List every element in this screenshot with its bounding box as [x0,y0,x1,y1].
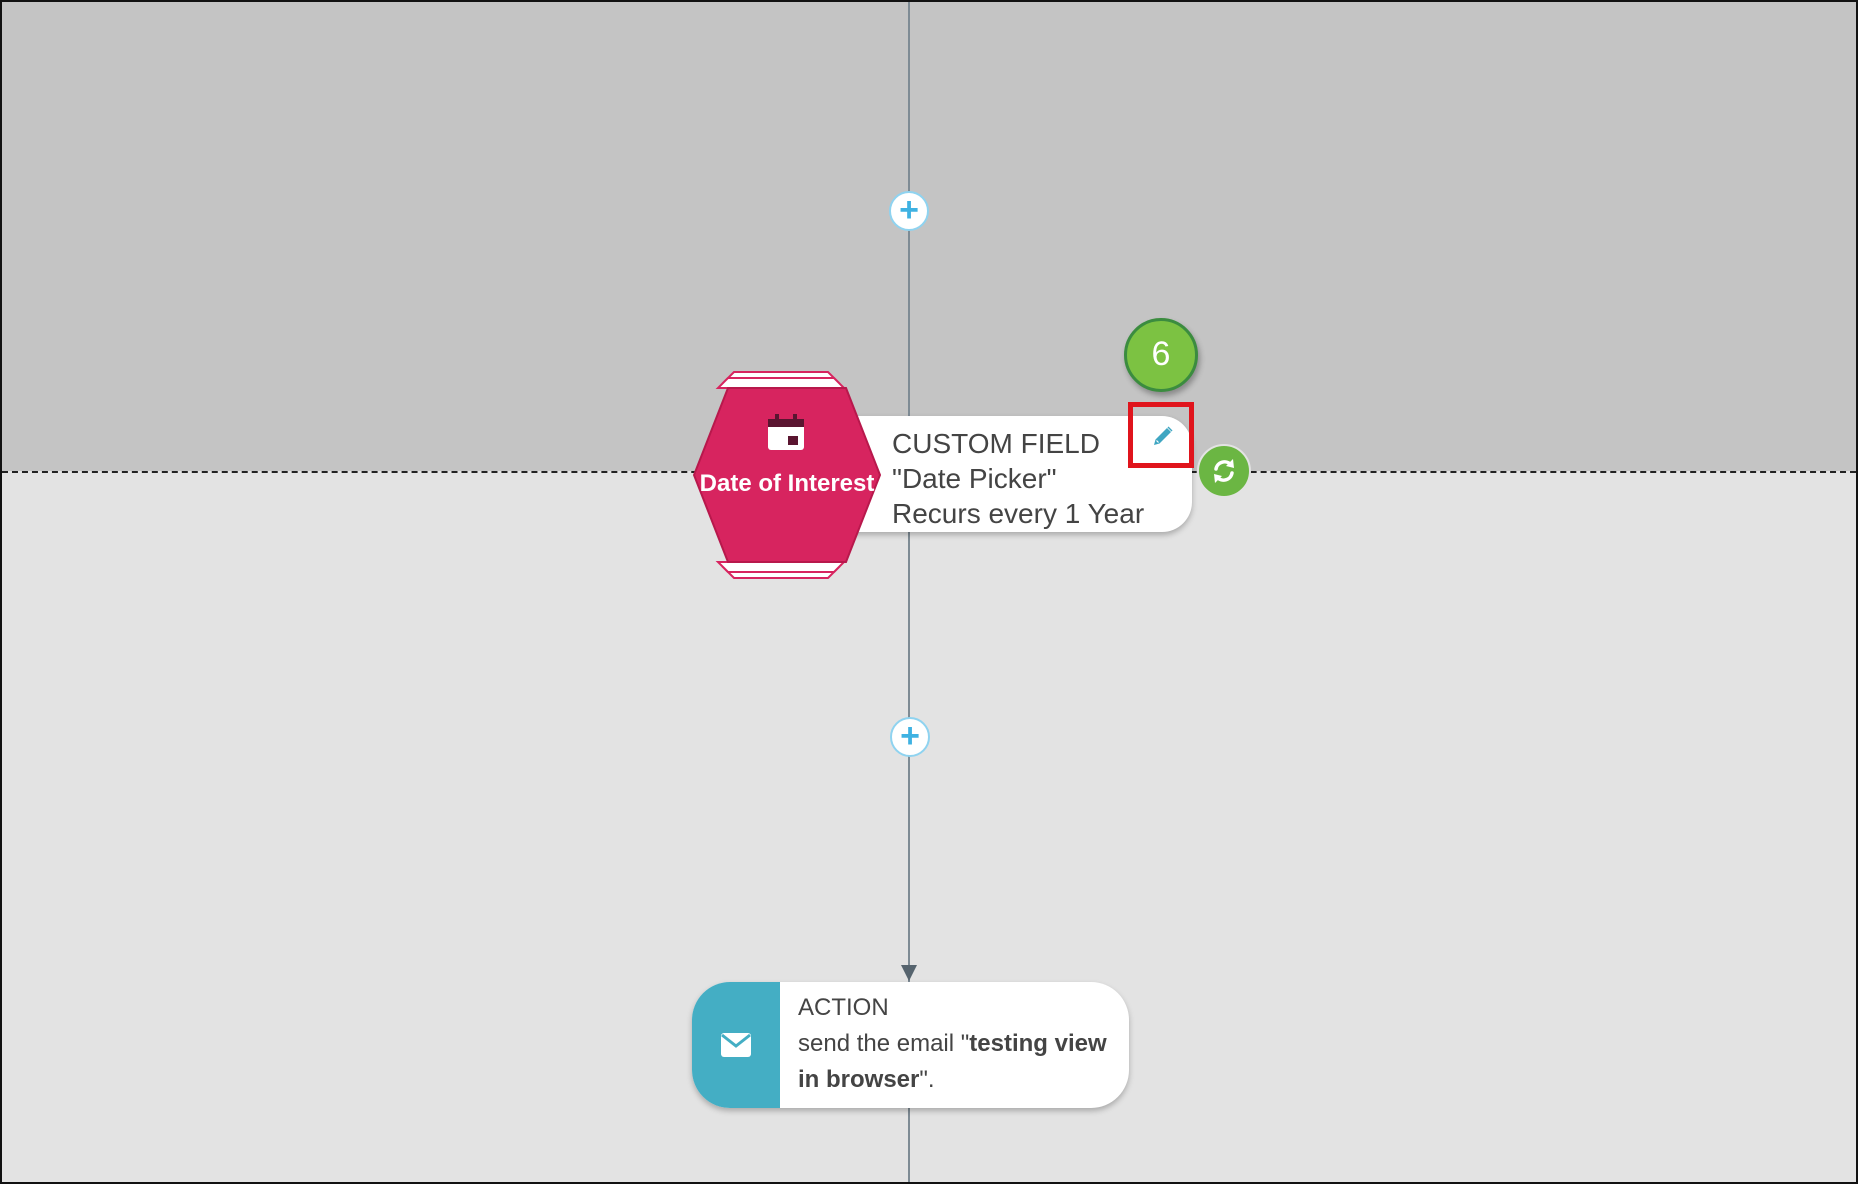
pencil-icon [1154,426,1173,445]
trigger-field-name: "Date Picker" [892,463,1057,494]
action-type-label: ACTION [798,994,889,1021]
add-step-button-bottom[interactable]: + [890,717,930,757]
action-text-prefix: send the email " [798,1030,970,1057]
trigger-card[interactable]: CUSTOM FIELD "Date Picker" Recurs every … [832,416,1192,532]
action-icon-panel [692,982,780,1108]
trigger-zone [2,2,1856,471]
edit-trigger-button[interactable] [1128,402,1194,468]
action-card[interactable]: ACTION send the email "testing view in b… [692,982,1129,1108]
trigger-type-label: CUSTOM FIELD [892,428,1100,459]
action-text-suffix: ". [919,1066,935,1093]
action-details: ACTION send the email "testing view in b… [798,990,1118,1098]
envelope-icon [721,1033,751,1057]
recurring-toggle-button[interactable] [1197,444,1251,498]
flow-arrow-down [901,965,917,981]
trigger-hexagon[interactable]: Date of Interest [692,370,882,580]
plus-icon: + [899,191,919,229]
plus-icon: + [900,717,920,755]
step-number-badge: 6 [1124,318,1198,392]
add-step-button-top[interactable]: + [889,191,929,231]
action-description: send the email "testing view in browser"… [798,1026,1118,1098]
action-email-name: testing view in browser [798,1030,1107,1093]
trigger-hexagon-label: Date of Interest [699,470,875,497]
flow-connector-line [908,2,910,1182]
calendar-icon [768,414,804,450]
hexagon-shape [692,371,882,579]
refresh-icon [1214,459,1234,483]
trigger-recurrence: Recurs every 1 Year [892,498,1145,529]
trigger-details: CUSTOM FIELD "Date Picker" Recurs every … [892,426,1144,531]
